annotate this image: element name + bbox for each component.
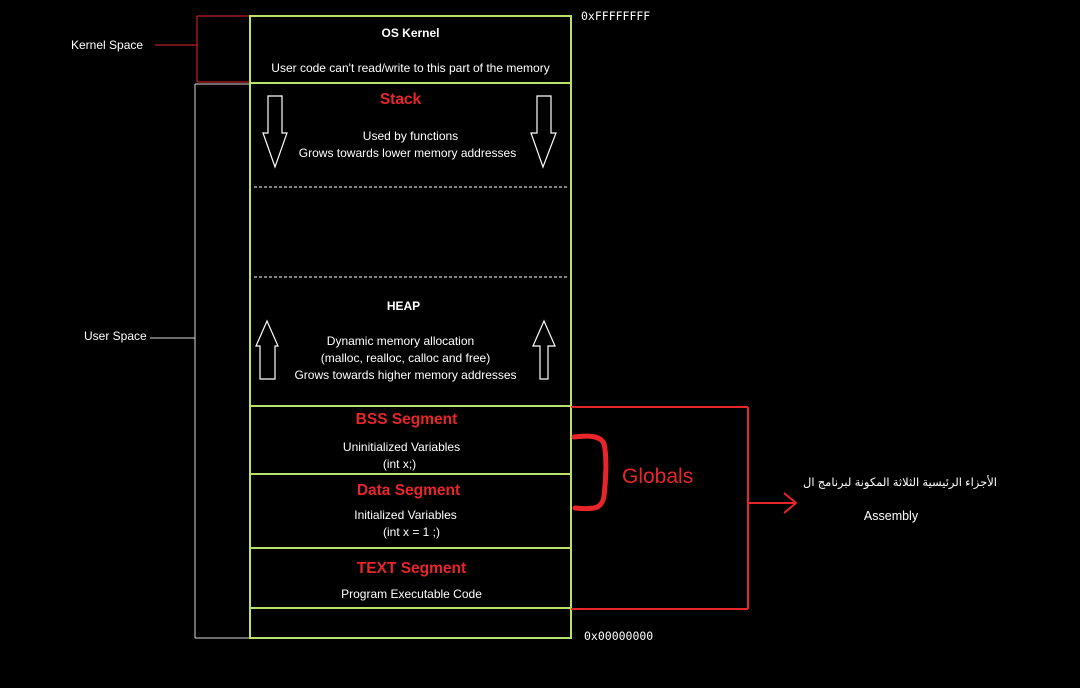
bottom-address-label: 0x00000000 bbox=[584, 629, 654, 643]
annotation-arabic: الأجزاء الرئيسية الثلاثة المكونة لبرنامج… bbox=[803, 477, 997, 489]
memory-segments bbox=[249, 15, 572, 639]
heap-line-1: Dynamic memory allocation bbox=[326, 334, 475, 348]
bottom-segment-box bbox=[249, 607, 572, 639]
heap-line-3: Grows towards higher memory addresses bbox=[294, 368, 517, 382]
kernel-space-bracket bbox=[155, 15, 250, 83]
down-arrow-icon bbox=[530, 95, 557, 169]
stack-title: Stack bbox=[379, 91, 422, 108]
data-segment-line-2: (int x = 1 ;) bbox=[382, 525, 441, 539]
heap-title: HEAP bbox=[386, 299, 421, 313]
user-space-label: User Space bbox=[84, 329, 147, 343]
user-space-bracket bbox=[150, 83, 250, 639]
data-segment-line-1: Initialized Variables bbox=[354, 508, 457, 522]
stack-line-1: Used by functions bbox=[362, 129, 459, 143]
heap-line-2: (malloc, realloc, calloc and free) bbox=[320, 351, 491, 365]
stack-line-2: Grows towards lower memory addresses bbox=[298, 146, 517, 160]
globals-brace bbox=[571, 433, 609, 512]
text-segment-line-1: Program Executable Code bbox=[341, 587, 482, 601]
globals-label: Globals bbox=[622, 465, 694, 488]
bss-line-1: Uninitialized Variables bbox=[342, 440, 461, 454]
kernel-space-label: Kernel Space bbox=[71, 38, 144, 52]
data-segment-title: Data Segment bbox=[356, 482, 461, 499]
annotation-english: Assembly bbox=[863, 509, 919, 523]
top-address-label: 0xFFFFFFFF bbox=[581, 9, 651, 23]
segments-bracket bbox=[571, 406, 798, 610]
kernel-title: OS Kernel bbox=[381, 26, 440, 40]
kernel-description: User code can't read/write to this part … bbox=[271, 61, 550, 75]
up-arrow-icon bbox=[532, 319, 556, 380]
bss-line-2: (int x;) bbox=[382, 457, 417, 471]
up-arrow-icon bbox=[255, 319, 279, 380]
free-space-separators bbox=[254, 186, 567, 278]
text-segment-title: TEXT Segment bbox=[356, 560, 467, 577]
down-arrow-icon bbox=[262, 95, 288, 169]
bss-title: BSS Segment bbox=[355, 411, 458, 428]
